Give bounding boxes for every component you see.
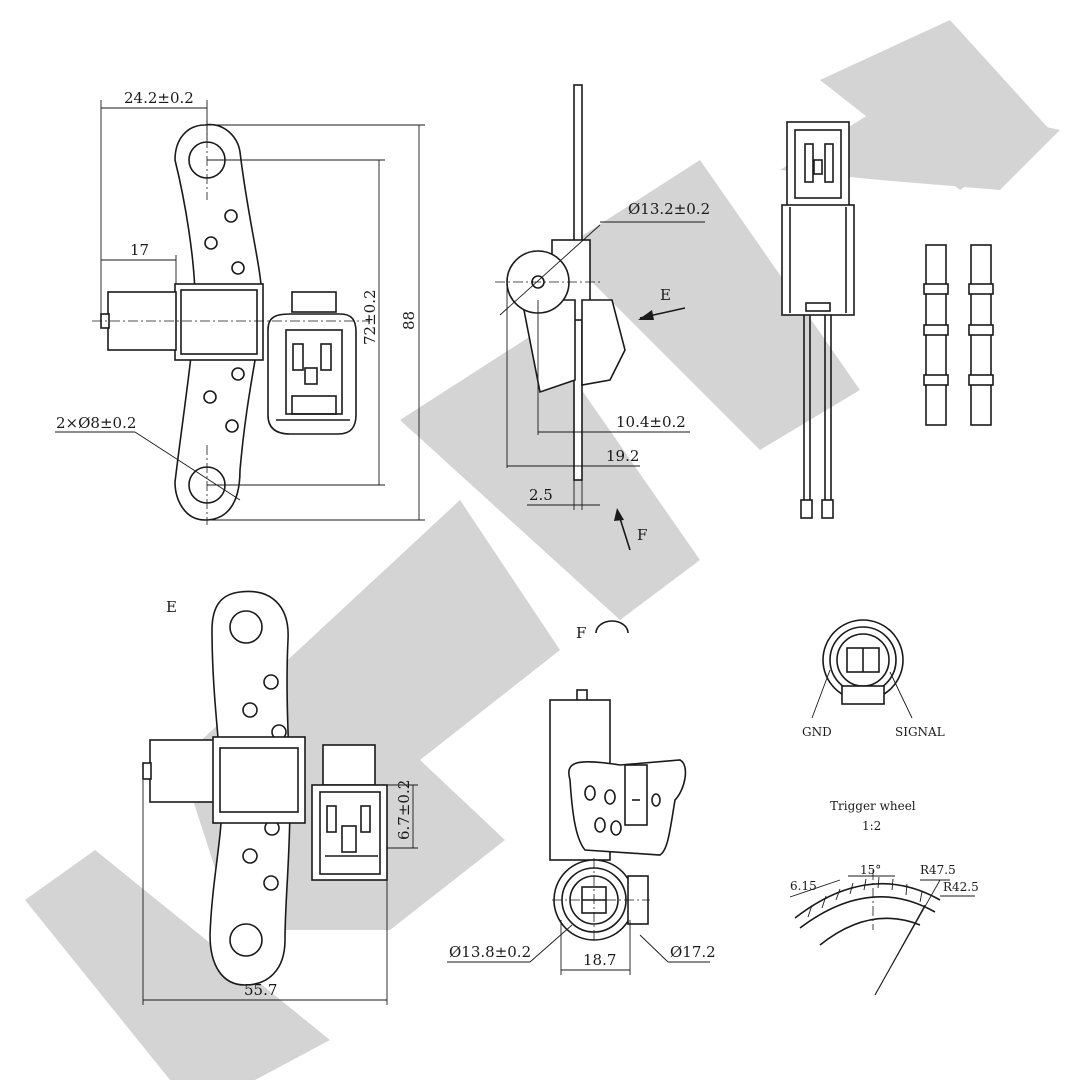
tooth-angle: 15° [860, 863, 881, 877]
connector-side-view [781, 121, 855, 519]
trigger-wheel-scale: 1:2 [862, 819, 881, 833]
dim-connector-offset: 6.7±0.2 [395, 780, 413, 840]
view-f-label: F [576, 624, 586, 642]
side-view: Ø13.2±0.2 E 10.4±0.2 19.2 2.5 F [495, 84, 710, 551]
view-f-arc [595, 620, 629, 634]
dim-inner-diameter: Ø13.8±0.2 [449, 943, 531, 961]
trigger-wheel-title: Trigger wheel [830, 799, 916, 813]
dim-offset2: 19.2 [606, 447, 639, 465]
dim-outer-diameter: Ø17.2 [670, 943, 716, 961]
view-f-arrow-label: F [637, 526, 647, 544]
dim-hole-spacing: 72±0.2 [361, 289, 379, 345]
dim-offset1: 10.4±0.2 [616, 413, 686, 431]
dim-holes: 2×Ø8±0.2 [56, 414, 136, 432]
pin-gnd-label: GND [802, 725, 832, 739]
view-e: 6.7±0.2 55.7 [142, 590, 418, 1005]
pinout-view: GND SIGNAL [802, 619, 945, 739]
bottom-view: Ø13.8±0.2 18.7 Ø17.2 [447, 689, 716, 975]
terminal-pins [923, 244, 994, 426]
dim-bottom-width: 18.7 [583, 951, 616, 969]
dim-offset: 17 [130, 241, 149, 259]
inner-radius: R42.5 [943, 880, 979, 894]
connector-housing [267, 313, 357, 435]
sensor-body [174, 283, 264, 361]
pin-signal-label: SIGNAL [895, 725, 945, 739]
trigger-wheel: Trigger wheel 1:2 6.15 15° R47.5 R42.5 [789, 799, 979, 996]
outer-radius: R47.5 [920, 863, 956, 877]
dim-width: 24.2±0.2 [124, 89, 194, 107]
dim-thickness: 2.5 [529, 486, 553, 504]
dim-diameter: Ø13.2±0.2 [628, 200, 710, 218]
view-e-arrow-label: E [660, 286, 671, 304]
view-e-label: E [166, 598, 177, 616]
dim-overall-length: 55.7 [244, 981, 277, 999]
dim-height: 88 [400, 311, 418, 330]
front-view: 24.2±0.2 17 2×Ø8±0.2 72±0.2 88 [55, 89, 425, 525]
tooth-dim: 6.15 [790, 879, 817, 893]
